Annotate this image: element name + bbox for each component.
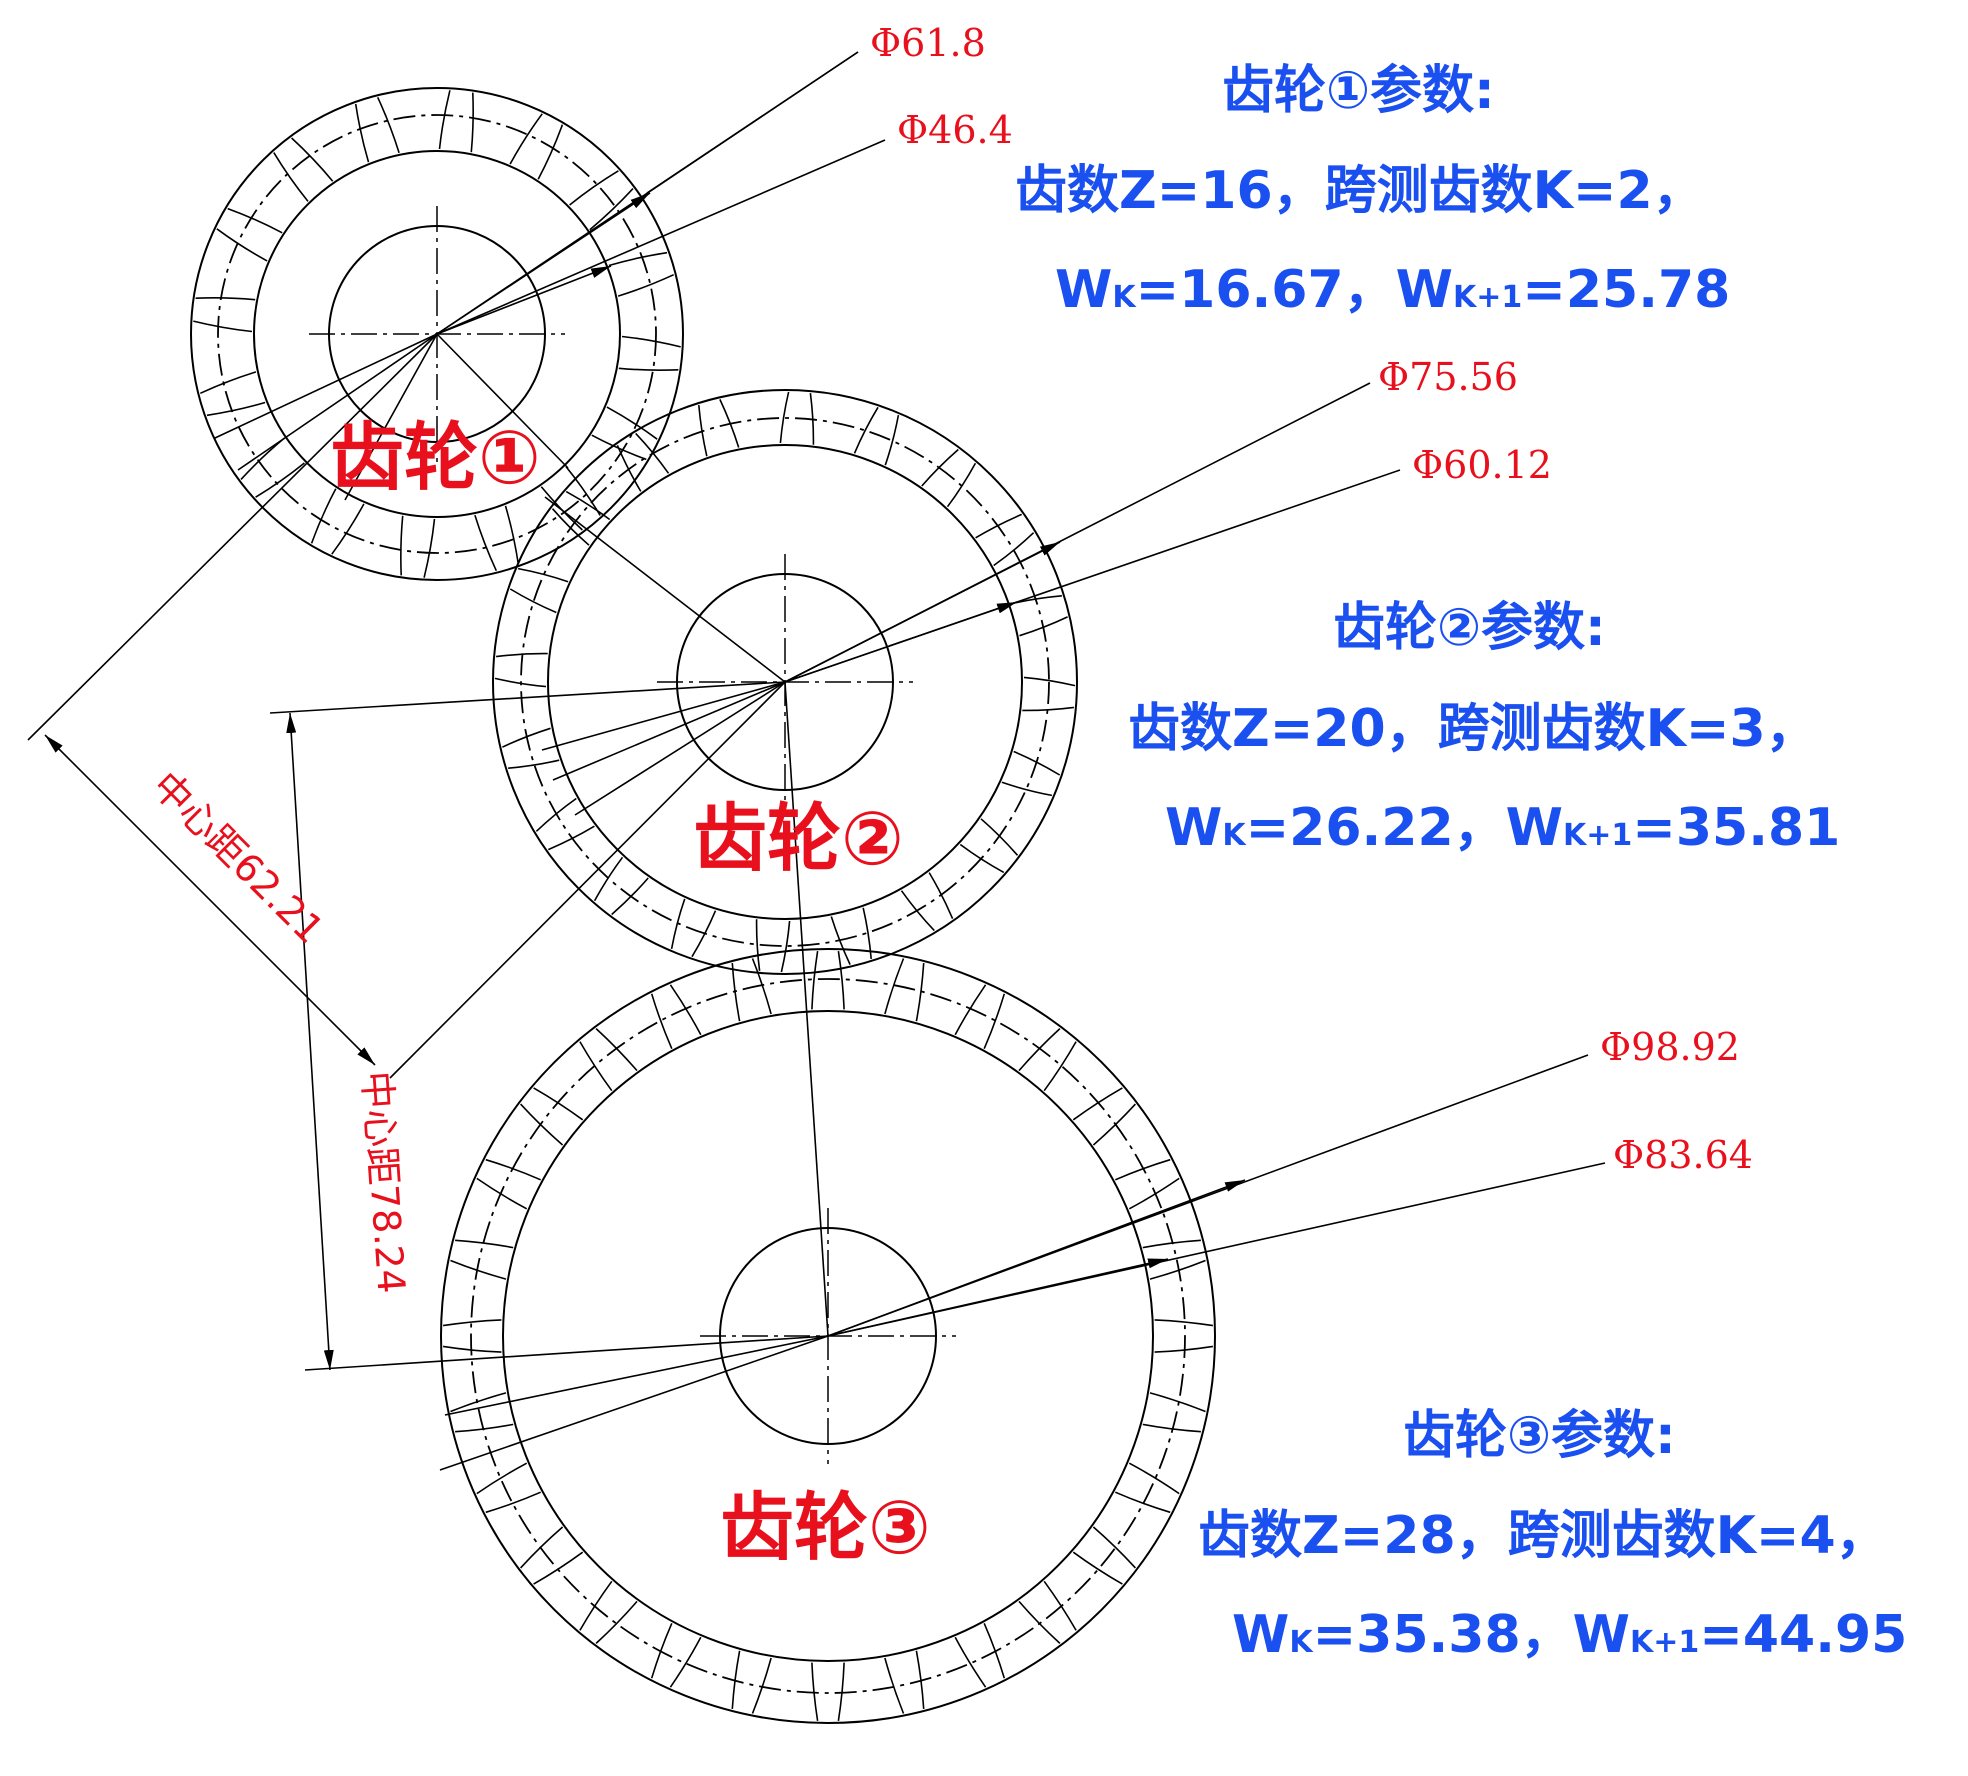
- root-circle: [547, 444, 1023, 920]
- root-circle: [253, 150, 621, 518]
- construction-lines: [214, 333, 829, 1471]
- gear-1-params: 齿轮①参数: 齿数Z=16，跨测齿数K=2， WK=16.67，WK+1=25.…: [1015, 61, 1730, 320]
- gear-1-params-line2: WK=16.67，WK+1=25.78: [1055, 260, 1730, 320]
- outer-circle: [440, 948, 1216, 1724]
- gear-3-params: 齿轮③参数: 齿数Z=28，跨测齿数K=4， WK=35.38，WK+1=44.…: [1198, 1406, 1907, 1665]
- gear-2-params-line1: 齿数Z=20，跨测齿数K=3，: [1128, 699, 1818, 759]
- gear-2-params: 齿轮②参数: 齿数Z=20，跨测齿数K=3， WK=26.22，WK+1=35.…: [1128, 598, 1840, 858]
- pitch-circle: [470, 978, 1186, 1694]
- center-distance-2-label: 中心距78.24: [354, 1070, 413, 1295]
- gear-1: [190, 87, 684, 581]
- gear-1-root-diameter: Φ46.4: [897, 108, 1013, 152]
- gear-3-outer-diameter: Φ98.92: [1600, 1025, 1740, 1069]
- gear-2-params-line2: WK=26.22，WK+1=35.81: [1165, 798, 1840, 858]
- gear-3-root-diameter: Φ83.64: [1613, 1133, 1753, 1177]
- tooth-profiles: [442, 950, 1214, 1722]
- gear-2-label: 齿轮②: [693, 796, 904, 882]
- gear-1-params-title: 齿轮①参数:: [1222, 61, 1495, 121]
- root-circle: [502, 1010, 1154, 1662]
- pitch-circle: [520, 417, 1050, 947]
- gear-1-params-line1: 齿数Z=16，跨测齿数K=2，: [1015, 161, 1705, 221]
- pitch-circle: [217, 114, 657, 554]
- outer-circle: [492, 389, 1078, 975]
- gear-2-outer-diameter: Φ75.56: [1378, 355, 1518, 399]
- gear-1-label: 齿轮①: [330, 415, 541, 501]
- center-distance-2-dimension: [269, 681, 829, 1371]
- gear-1-outer-diameter: Φ61.8: [870, 21, 986, 65]
- gear-3-params-title: 齿轮③参数:: [1403, 1406, 1676, 1466]
- tooth-profiles: [494, 391, 1076, 973]
- gear-3-label: 齿轮③: [720, 1485, 931, 1571]
- gear-2-root-diameter: Φ60.12: [1412, 443, 1552, 487]
- gear-3-params-line1: 齿数Z=28，跨测齿数K=4，: [1198, 1506, 1888, 1566]
- gear-2: [492, 389, 1078, 975]
- diameter-leaders: [436, 51, 1606, 1337]
- gear-3-params-line2: WK=35.38，WK+1=44.95: [1232, 1605, 1907, 1665]
- outer-circle: [190, 87, 684, 581]
- gear-2-params-title: 齿轮②参数:: [1333, 598, 1606, 658]
- center-distance-1-label: 中心距62.21: [144, 763, 333, 952]
